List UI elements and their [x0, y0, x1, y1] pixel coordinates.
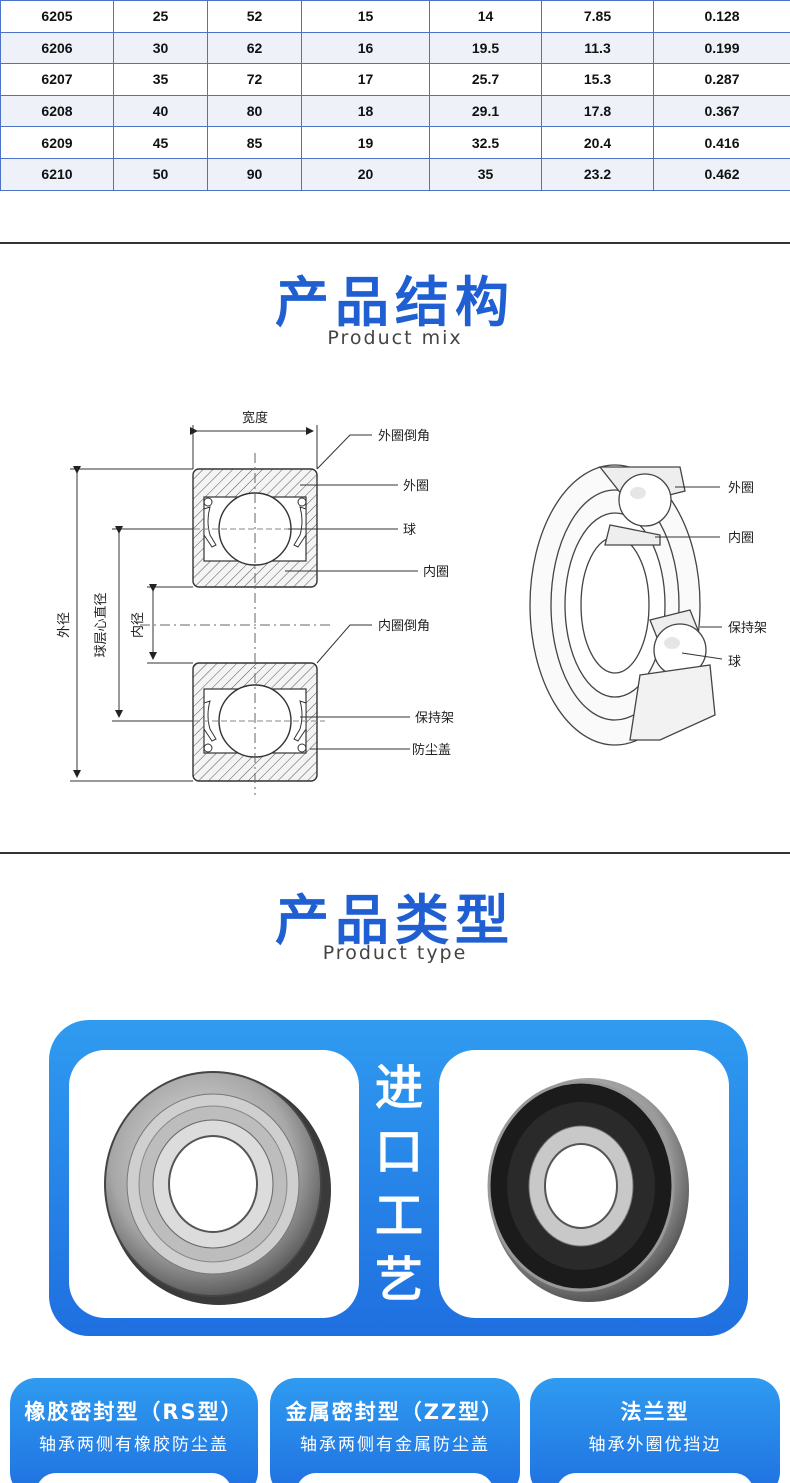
label-inner-ring: 内圈 [423, 564, 449, 580]
pitch-diameter-label: 球层心直径 [94, 592, 109, 657]
type-card-zz-desc: 轴承两侧有金属防尘盖 [300, 1435, 490, 1455]
table-cell: 90 [207, 157, 302, 191]
table-cell: 0.367 [653, 94, 790, 128]
table-cell: 29.1 [429, 94, 542, 128]
type-card-rs[interactable]: 橡胶密封型（RS型） 轴承两侧有橡胶防尘盖 [10, 1378, 258, 1483]
section-divider [0, 852, 790, 854]
structure-title: 产品结构 [275, 271, 515, 334]
vertical-char-3: 工 [374, 1188, 423, 1244]
table-cell: 52 [207, 0, 302, 33]
type-card-zz-image-area [296, 1473, 494, 1483]
zz-bearing-image [104, 1071, 331, 1305]
structure-subtitle: Product mix [327, 327, 463, 349]
table-cell: 25.7 [429, 63, 542, 96]
type-card-rs-image-area [36, 1473, 232, 1483]
table-cell: 17.8 [541, 94, 654, 128]
table-cell: 40 [113, 94, 208, 128]
table-cell: 19.5 [429, 31, 542, 65]
table-cell: 20 [301, 157, 430, 191]
table-cell: 6207 [0, 63, 114, 96]
rs-bearing-card [439, 1050, 729, 1318]
table-cell: 0.416 [653, 126, 790, 159]
width-label: 宽度 [242, 410, 268, 426]
table-cell: 85 [207, 126, 302, 159]
table-cell: 23.2 [541, 157, 654, 191]
table-cell: 32.5 [429, 126, 542, 159]
table-cell: 18 [301, 94, 430, 128]
vertical-char-4: 艺 [374, 1252, 423, 1308]
inner-diameter-label: 内径 [130, 612, 146, 638]
label-outer-chamfer: 外圈倒角 [378, 429, 430, 444]
table-cell: 0.287 [653, 63, 790, 96]
left-callouts [285, 434, 418, 750]
table-cell: 25 [113, 0, 208, 33]
outer-diameter-label: 外径 [57, 612, 72, 638]
type-subtitle: Product type [322, 942, 468, 964]
table-cell: 0.462 [653, 157, 790, 191]
table-cell: 0.128 [653, 0, 790, 33]
table-cell: 45 [113, 126, 208, 159]
table-cell: 14 [429, 0, 542, 33]
table-cell: 50 [113, 157, 208, 191]
section-divider [0, 242, 790, 244]
table-cell: 30 [113, 31, 208, 65]
vertical-char-1: 进 [374, 1060, 423, 1116]
table-cell: 6210 [0, 157, 114, 191]
type-panel: 进 口 工 艺 [49, 1020, 748, 1336]
table-cell: 62 [207, 31, 302, 65]
table-cell: 6206 [0, 31, 114, 65]
table-cell: 17 [301, 63, 430, 96]
label-inner-chamfer: 内圈倒角 [378, 618, 430, 634]
right-label-outer-ring: 外圈 [728, 481, 754, 496]
type-card-zz[interactable]: 金属密封型（ZZ型） 轴承两侧有金属防尘盖 [270, 1378, 520, 1483]
vertical-char-2: 口 [374, 1124, 423, 1180]
table-cell: 7.85 [541, 0, 654, 33]
right-label-cage: 保持架 [728, 621, 767, 636]
table-cell: 19 [301, 126, 430, 159]
table-cell: 6209 [0, 126, 114, 159]
table-cell: 0.199 [653, 31, 790, 65]
type-card-flange-desc: 轴承外圈优挡边 [588, 1435, 722, 1455]
table-cell: 80 [207, 94, 302, 128]
cutaway-bearing [529, 464, 716, 746]
right-label-inner-ring: 内圈 [728, 530, 754, 546]
zz-bearing-card [69, 1050, 359, 1318]
type-card-flange-title: 法兰型 [620, 1400, 690, 1424]
rs-bearing-image [487, 1078, 689, 1302]
type-title: 产品类型 [275, 889, 515, 952]
table-cell: 16 [301, 31, 430, 65]
table-cell: 15 [301, 0, 430, 33]
label-cage: 保持架 [415, 711, 454, 726]
table-cell: 11.3 [541, 31, 654, 65]
type-card-flange[interactable]: 法兰型 轴承外圈优挡边 [530, 1378, 780, 1483]
label-dust-cover: 防尘盖 [412, 742, 451, 758]
type-card-rs-title: 橡胶密封型（RS型） [24, 1400, 244, 1424]
right-label-ball: 球 [728, 655, 741, 670]
bearing-structure-diagram: 宽度 外径 球层心直径 内径 外圈倒角 外圈 球 内圈 内圈倒角 保持架 防尘盖 [57, 410, 767, 795]
label-outer-ring: 外圈 [403, 479, 429, 494]
table-cell: 6208 [0, 94, 114, 128]
type-card-rs-desc: 轴承两侧有橡胶防尘盖 [39, 1435, 229, 1455]
type-card-zz-title: 金属密封型（ZZ型） [285, 1400, 505, 1424]
table-cell: 20.4 [541, 126, 654, 159]
table-cell: 72 [207, 63, 302, 96]
label-ball: 球 [403, 523, 416, 538]
table-cell: 35 [429, 157, 542, 191]
type-card-flange-image-area [556, 1473, 754, 1483]
table-cell: 15.3 [541, 63, 654, 96]
table-cell: 6205 [0, 0, 114, 33]
table-cell: 35 [113, 63, 208, 96]
